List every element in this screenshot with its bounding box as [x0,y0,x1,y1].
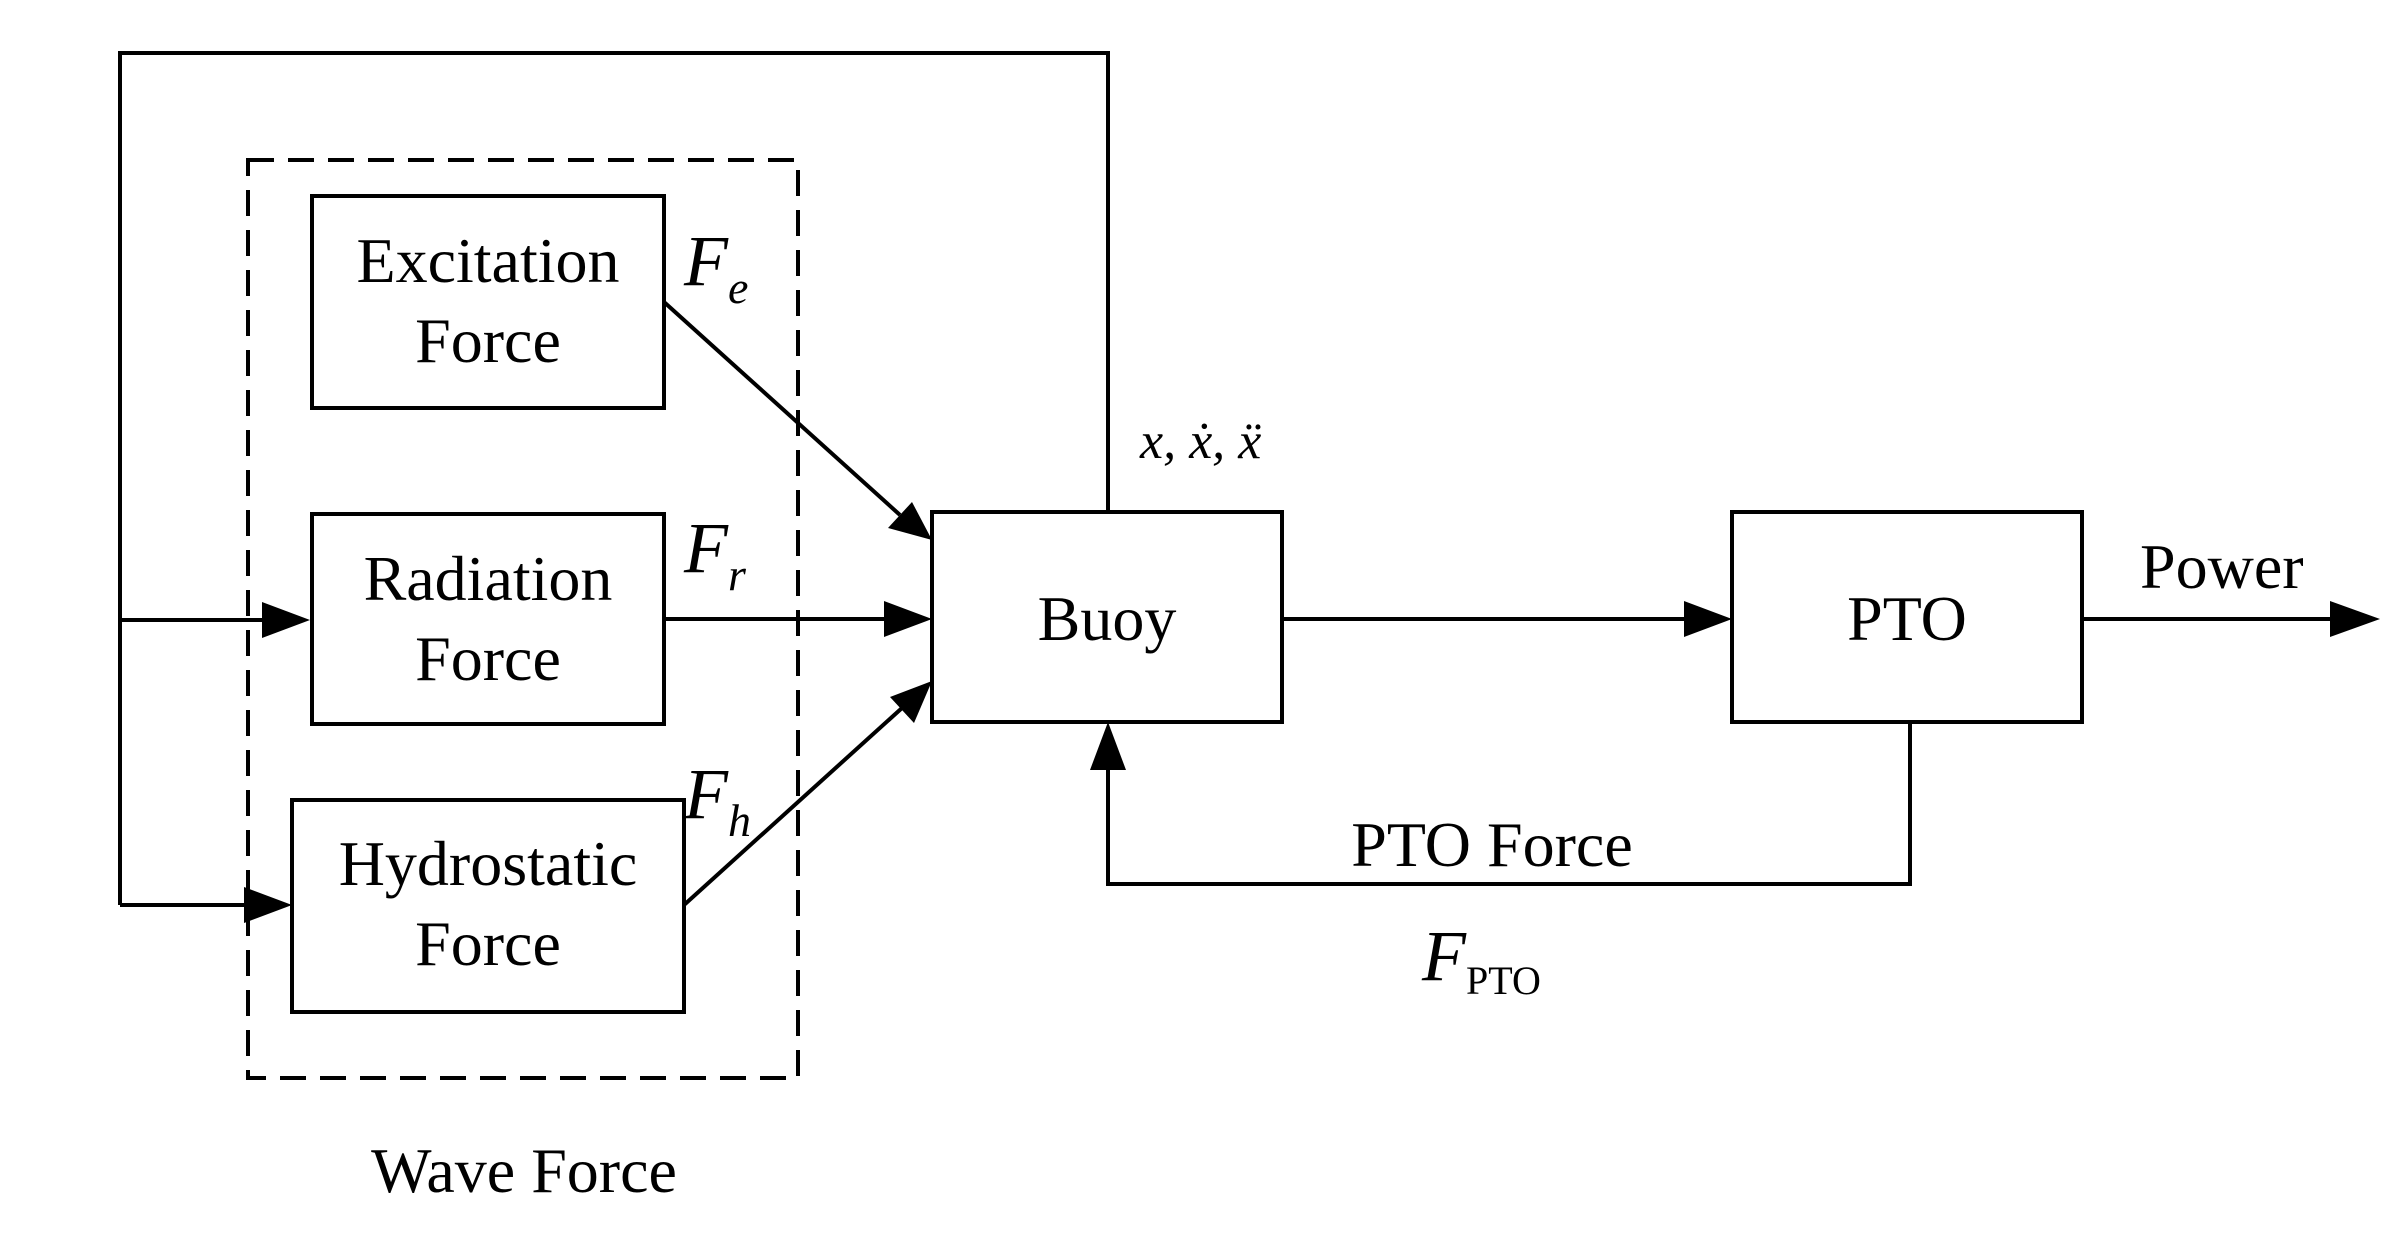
hydrostatic-label-line1: Hydrostatic [339,828,638,899]
power-output-arrow [2330,601,2380,637]
fe-subscript: e [728,262,748,313]
radiation-force-symbol: Fr [683,508,747,600]
excitation-label-line1: Excitation [356,225,619,296]
pto-force-feedback-arrow [1090,722,1126,770]
excitation-to-buoy-line [662,300,902,517]
excitation-label-line2: Force [415,305,561,376]
fpto-subscript: PTO [1466,958,1541,1003]
state-label: x, ẋ, ẍ [1139,413,1261,470]
radiation-input-arrow [262,602,310,638]
pto-force-symbol: FPTO [1421,916,1541,1003]
fr-subscript: r [728,549,747,600]
pto-block [1730,510,2084,724]
radiation-label-line2: Force [415,623,561,694]
hydrostatic-force-block [290,798,686,1014]
fr-base: F [683,508,729,588]
excitation-force-symbol: Fe [683,221,748,313]
fh-base: F [683,754,729,834]
buoy-label: Buoy [1038,583,1177,654]
hydrostatic-to-buoy-arrow [890,681,932,723]
excitation-force-block [310,194,666,410]
fpto-base: F [1421,916,1467,996]
radiation-force-block [310,512,666,726]
wave-force-label: Wave Force [371,1135,677,1206]
pto-force-label: PTO Force [1351,809,1632,880]
buoy-to-pto-arrow [1684,601,1732,637]
radiation-label-line1: Radiation [364,543,613,614]
pto-label: PTO [1847,583,1967,654]
hydrostatic-to-buoy-line [682,706,904,907]
hydrostatic-input-arrow [244,887,292,923]
fe-base: F [683,221,729,301]
power-label: Power [2140,531,2304,602]
buoy-block [930,510,1284,724]
pto-force-feedback-line [1106,722,1912,886]
state-feedback-line [118,51,1110,905]
fh-subscript: h [728,795,751,846]
hydrostatic-label-line2: Force [415,908,561,979]
excitation-to-buoy-arrow [888,502,932,540]
radiation-to-buoy-arrow [884,601,932,637]
hydrostatic-force-symbol: Fh [683,754,751,846]
